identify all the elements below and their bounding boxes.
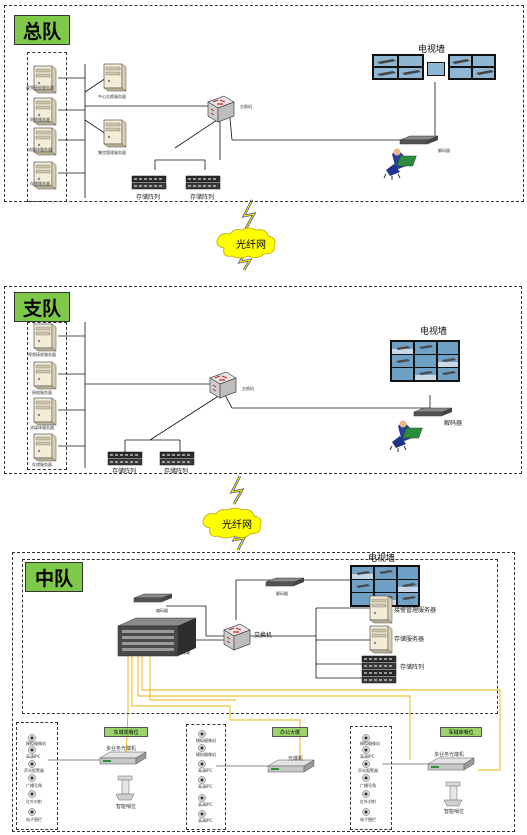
- post-1-icons: [28, 734, 147, 816]
- zongdui-frame: [4, 5, 524, 202]
- post-1-item-5: 红外对射: [26, 799, 42, 804]
- post-1-frame: [16, 722, 58, 830]
- zhidui-frame: [4, 286, 522, 474]
- post-1-item-1: 模拟摄像机: [26, 741, 46, 746]
- zhongdui-inner-frame: [22, 559, 498, 714]
- post-2-item-4: 高清IPC: [198, 784, 213, 789]
- fiber-network-label-1: 光纤网: [236, 240, 266, 251]
- zongdui-tv-wall-label: 电视墙: [418, 45, 446, 55]
- zhongdui-tag: 中队: [25, 562, 83, 592]
- post-3-item-1: 模拟摄像机: [360, 741, 380, 746]
- zongdui-storage-label-2: 存储阵列: [190, 194, 215, 201]
- zhidui-tv-wall-label: 电视墙: [420, 327, 448, 337]
- zhidui-switch-label: 交换机: [242, 386, 254, 391]
- post-3-tag: 军械库哨位: [440, 727, 482, 737]
- zongdui-server-label-3: 流媒体服务器: [28, 147, 52, 152]
- post-1-device-label: 多业务光端机: [106, 746, 137, 752]
- post-2-tag: 办公大楼: [272, 727, 308, 737]
- zhongdui-server-label-2: 存储服务器: [394, 636, 425, 643]
- zongdui-server-label-2: 网络服务器: [30, 117, 50, 122]
- post-3-icons: [362, 734, 475, 816]
- zongdui-lines: [58, 64, 436, 198]
- zhidui-server-label-4: 存储服务器: [32, 462, 52, 467]
- post-3-item-4: 广播号角: [360, 783, 376, 788]
- zhidui-server-label-3: 流媒体服务器: [30, 425, 54, 430]
- zhongdui-frame: [12, 552, 515, 832]
- zhidui-server-label-1: 视频接收服务器: [28, 352, 56, 357]
- post-3-item-5: 红外对射: [360, 799, 376, 804]
- zhongdui-decoder-label: 解码器: [276, 591, 288, 596]
- zongdui-tag: 总队: [14, 15, 70, 45]
- post-2-item-2: 模拟摄像机: [196, 752, 216, 757]
- post-3-item-2: 高清IPC: [360, 754, 375, 759]
- zongdui-inner-frame: [27, 52, 67, 202]
- post-2-item-5: 高清IPC: [198, 802, 213, 807]
- post-1-item-3: 声光报警器: [24, 768, 44, 773]
- post-1-terminal-label: 智能哨位: [116, 804, 137, 810]
- post-2-item-6: 高清IPC: [198, 818, 213, 823]
- post-2-frame: [186, 724, 226, 830]
- post-1-tag: 东城观哨位: [104, 727, 148, 737]
- zongdui-decoder-label: 解码器: [438, 148, 450, 153]
- zhidui-storage-label-2: 存储阵列: [164, 468, 189, 475]
- zongdui-tv-wall-icon: [372, 54, 496, 80]
- optical-terminal-rack-icon: [117, 617, 197, 657]
- zhidui-tag: 支队: [14, 292, 70, 322]
- zongdui-server-label-4: 存储服务器: [30, 181, 50, 186]
- zhidui-inner-frame: [27, 322, 67, 470]
- post-2-icons: [198, 730, 315, 818]
- zhongdui-server-label-1: 接警管理服务器: [394, 607, 437, 614]
- zhongdui-tv-wall-label: 电视墙: [368, 554, 396, 564]
- post-1-item-4: 广播号角: [26, 783, 42, 788]
- post-1-item-2: 高清IPC: [26, 754, 41, 759]
- zhongdui-switch-label: 交换机: [254, 632, 273, 639]
- post-3-terminal-label: 智能哨位: [444, 809, 465, 815]
- post-2-item-3: 高清IPC: [198, 768, 213, 773]
- post-3-device-label: 多业务光端机: [434, 752, 465, 758]
- post-2-device-label: 光端机: [288, 756, 304, 762]
- zhongdui-optical-terminal-label: 光端机局端: [170, 650, 190, 655]
- zongdui-server-label-1: 视频接收服务器: [26, 85, 54, 90]
- fiber-network-label-2: 光纤网: [222, 520, 252, 531]
- zongdui-mid-server-label-2: 集控管理服务器: [98, 150, 126, 155]
- zhongdui-server-label-3: 存储阵列: [400, 664, 425, 671]
- post-3-item-6: 电子围栏: [360, 817, 376, 822]
- post-2-item-1: 模拟摄像机: [196, 738, 216, 743]
- zhidui-server-label-2: 网络服务器: [32, 390, 52, 395]
- zongdui-storage-label-1: 存储阵列: [136, 194, 161, 201]
- zhidui-lines: [58, 322, 431, 468]
- zongdui-mid-server-label-1: 中心交换服务器: [98, 94, 126, 99]
- zhongdui-encoder-label: 编码器: [156, 608, 168, 613]
- zhidui-storage-label-1: 存储阵列: [112, 468, 137, 475]
- post-3-frame: [350, 726, 392, 830]
- post-3-item-3: 声光报警器: [358, 768, 378, 773]
- zongdui-switch-label: 交换机: [240, 104, 252, 109]
- post-1-item-6: 电子围栏: [26, 817, 42, 822]
- zhidui-decoder-label: 解码器: [444, 420, 463, 427]
